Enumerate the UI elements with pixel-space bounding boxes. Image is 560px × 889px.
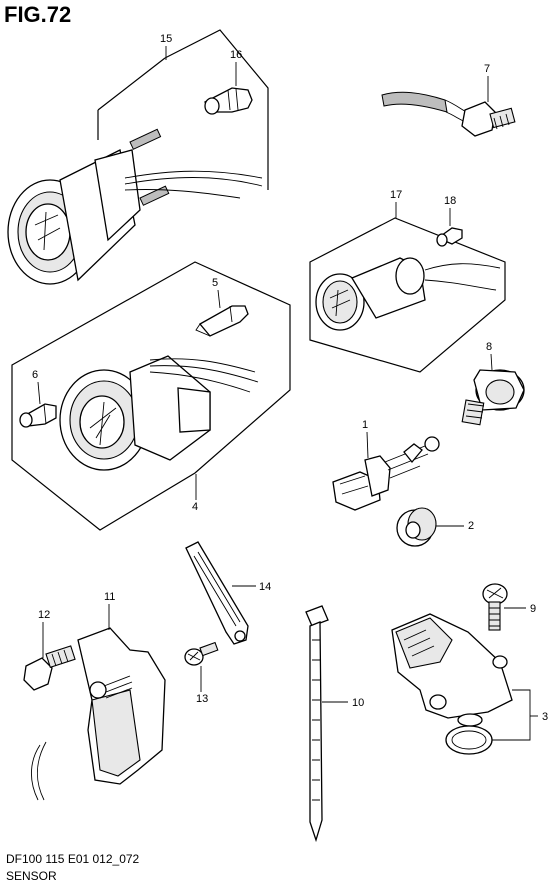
callout-1: 1	[362, 419, 368, 431]
callout-9: 9	[530, 603, 536, 615]
callout-3: 3	[542, 711, 548, 723]
part-3-map-sensor[interactable]	[391, 613, 513, 755]
callout-4: 4	[192, 501, 198, 513]
part-6-bulb[interactable]	[19, 403, 57, 428]
callout-17: 17	[390, 189, 402, 201]
part-9-bolt[interactable]	[482, 583, 508, 631]
part-11-bracket[interactable]	[31, 627, 166, 801]
part-2-grommet[interactable]	[396, 507, 437, 547]
part-7-sender[interactable]	[381, 91, 516, 137]
callout-13: 13	[196, 693, 208, 705]
part-13-screw[interactable]	[184, 641, 219, 666]
part-5-bolt[interactable]	[195, 305, 249, 337]
figure-title: FIG.72	[4, 2, 72, 27]
callout-14: 14	[259, 581, 271, 593]
callout-18: 18	[444, 195, 456, 207]
part-18-bulb[interactable]	[436, 227, 463, 247]
part-1-connector[interactable]	[332, 436, 440, 511]
callout-16: 16	[230, 49, 242, 61]
part-10-cable-tie[interactable]	[305, 605, 329, 843]
part-12-bolt[interactable]	[23, 645, 76, 691]
part-14-strap[interactable]	[185, 541, 249, 645]
callout-8: 8	[486, 341, 492, 353]
callout-7: 7	[484, 63, 490, 75]
callout-6: 6	[32, 369, 38, 381]
part-8-sensor[interactable]	[461, 369, 525, 426]
callout-12: 12	[38, 609, 50, 621]
figure-code: DF100 115 E01 012_072	[6, 852, 140, 866]
callout-2: 2	[468, 520, 474, 532]
part-16-bulb[interactable]	[204, 87, 253, 115]
part-17-gauge-assembly[interactable]	[309, 217, 506, 373]
part-4-gauge-assembly[interactable]	[11, 261, 291, 531]
callout-11: 11	[104, 591, 115, 603]
figure-caption: SENSOR	[6, 869, 57, 883]
callout-5: 5	[212, 277, 218, 289]
part-15-gauge-assembly[interactable]	[7, 29, 269, 285]
callout-10: 10	[352, 697, 364, 709]
callout-15: 15	[160, 33, 172, 45]
